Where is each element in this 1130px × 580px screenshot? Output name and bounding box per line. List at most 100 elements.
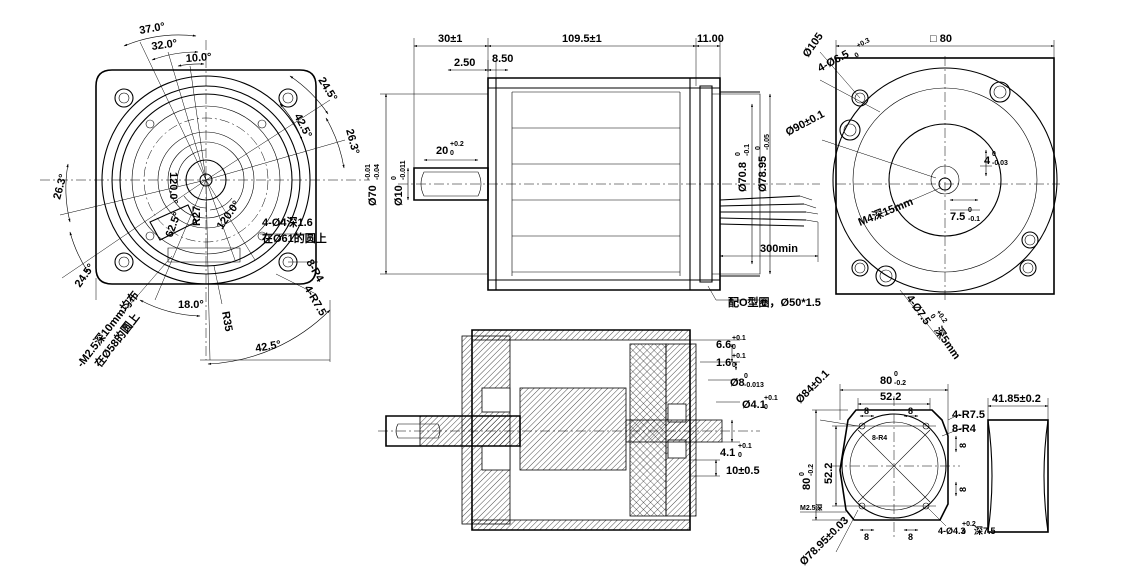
- dim-h80: 80: [801, 478, 813, 490]
- dim-d84: Ø84±0.1: [794, 368, 832, 406]
- dim-key: 20: [436, 145, 448, 157]
- dim-ring-width: 41.85±0.2: [992, 393, 1041, 405]
- dim-d70-tol1: -0.01: [365, 164, 372, 180]
- dim-d105: Ø105: [801, 31, 826, 60]
- rear-view: □ 80 Ø105 4-Ø6.5 +0.3 0 Ø90±0.1 4 0 -0.0…: [784, 31, 1060, 362]
- dim-d10-tol2: -0.011: [400, 160, 407, 180]
- dim-6-6-tol2: 0: [732, 344, 736, 351]
- dim-thread-tol2: 0: [962, 529, 966, 536]
- dim-7-5-tol2: -0.1: [968, 216, 980, 223]
- dim-d70-8: Ø70.8: [737, 162, 749, 192]
- dim-thread-tol: +0.2: [962, 521, 976, 528]
- dim-1-6-tol1: +0.1: [732, 353, 746, 360]
- housing-outline: [839, 409, 949, 521]
- angle-18: 18.0°: [178, 299, 204, 311]
- rotor-section: [519, 387, 627, 471]
- label-r27: R27: [191, 206, 203, 226]
- dim-d4-1-tol1: +0.1: [764, 395, 778, 402]
- label-8-r4: 8-R4: [303, 258, 326, 285]
- dim-d70-8-tol2: -0.1: [744, 144, 751, 156]
- dim-8-tl: 8: [864, 406, 869, 416]
- dim-d90: Ø90±0.1: [784, 108, 827, 138]
- dim-109-5: 109.5±1: [562, 33, 602, 45]
- dim-rear-holes-tol2: 0: [854, 52, 861, 60]
- side-view: 30±1 109.5±1 11.00 2.50 8.50 20 +0.2 0 Ø…: [365, 33, 821, 309]
- dim-4-1-tol1: +0.1: [738, 443, 752, 450]
- dim-4-r7-5: 4-R7.5: [952, 409, 985, 421]
- dim-key-tol: +0.2: [450, 141, 464, 148]
- dim-8-tr: 8: [908, 406, 913, 416]
- dim-8-br: 8: [908, 532, 913, 542]
- dim-4-1-tol2: 0: [738, 452, 742, 459]
- angle-42-5-bottom: 42.5°: [254, 339, 282, 355]
- dim-6-6: 6.6: [716, 339, 731, 351]
- note-oring: 配O型圈，Ø50*1.5: [728, 295, 821, 309]
- ring-body: [987, 419, 1049, 533]
- dim-7-5-tol1: 0: [968, 207, 972, 214]
- housing-view: 80 0 -0.2 52.2 8 8 8 8 80 0 -0.2 52.2 8 …: [794, 368, 996, 568]
- label-holes: 4-Ø4深1.6: [262, 215, 313, 229]
- dim-1-6-tol2: 0: [732, 362, 736, 369]
- dim-m4: M4深15mm: [856, 194, 915, 229]
- dim-d78-95: Ø78.95: [757, 156, 769, 192]
- dim-d10-tol1: 0: [391, 176, 398, 180]
- angle-120-left: 120.0°: [167, 172, 179, 204]
- dim-d8-tol2: -0.013: [744, 382, 764, 389]
- dim-h52-2: 52.2: [823, 463, 835, 484]
- dim-h80-tol1: 0: [799, 472, 806, 476]
- dim-1-6: 1.6: [716, 357, 731, 369]
- angle-32: 32.0°: [151, 37, 178, 52]
- dim-rear-holes-tol: +0.3: [856, 37, 872, 50]
- dim-8-bl: 8: [864, 532, 869, 542]
- dim-rear-holes: 4-Ø6.5: [816, 48, 851, 74]
- dim-d8-tol1: 0: [744, 373, 748, 380]
- section-housing-top: [471, 329, 691, 341]
- dim-d4: 4: [984, 155, 991, 167]
- note-side: M2.5深: [800, 503, 823, 512]
- front-view: 37.0° 32.0° 10.0° 24.5° 42.5° 26.3° 26.3…: [40, 21, 370, 370]
- dim-d78-95-tol1: 0: [755, 146, 762, 150]
- note-small: 8-R4: [872, 435, 887, 442]
- dim-d10: Ø10: [393, 185, 405, 206]
- dim-2-5: 2.50: [454, 57, 475, 69]
- dim-h80-tol2: -0.2: [808, 464, 815, 476]
- dim-thread: 4-Ø4.3: [938, 526, 966, 536]
- angle-26-3-right: 26.3°: [343, 128, 361, 156]
- label-holes-note: 在Ø61的圆上: [262, 231, 327, 245]
- dim-thread-note: 深7.5: [974, 525, 996, 536]
- dim-d4-tol2: -0.03: [992, 160, 1008, 167]
- section-housing-bottom: [471, 519, 691, 531]
- dim-cbore-depth: 深5mm: [932, 324, 965, 362]
- dim-8-r4: 8-R4: [952, 423, 977, 435]
- section-view: 6.6 +0.1 0 1.6 +0.1 0 Ø8 0 -0.013 Ø4.1 +…: [378, 329, 778, 531]
- angle-24-5-left: 24.5°: [73, 262, 98, 290]
- dim-d4-1: Ø4.1: [742, 399, 766, 411]
- dim-11: 11.00: [697, 33, 724, 45]
- dim-cbore-tol2: 0: [928, 313, 936, 320]
- dim-w80-tol1: 0: [894, 371, 898, 378]
- dim-7-5: 7.5: [950, 211, 965, 223]
- dim-w80-tol2: -0.2: [894, 380, 906, 387]
- angle-10: 10.0°: [185, 51, 212, 65]
- angle-26-3-left: 26.3°: [51, 173, 69, 201]
- rear-holes: [839, 81, 1039, 287]
- dim-key-tol2: 0: [450, 150, 454, 157]
- dim-d70: Ø70: [367, 185, 379, 206]
- dim-d70-tol2: -0.04: [374, 164, 381, 180]
- dim-square: □ 80: [930, 33, 952, 45]
- label-4-r7-5: 4-R7.5: [301, 284, 328, 319]
- dim-cable: 300min: [760, 243, 798, 255]
- dim-8-r1: 8: [958, 443, 968, 448]
- dim-cbore: 4-Ø7.5: [904, 293, 933, 327]
- dim-10: 10±0.5: [726, 465, 760, 477]
- dim-cbore-tol: +0.2: [934, 309, 948, 324]
- dim-d8: Ø8: [730, 377, 745, 389]
- dim-w80: 80: [880, 375, 892, 387]
- dim-4-1: 4.1: [720, 447, 735, 459]
- motor-body: [487, 77, 721, 291]
- dim-d4-1-tol2: 0: [764, 404, 768, 411]
- angle-37: 37.0°: [138, 21, 166, 37]
- dim-8-r2: 8: [958, 487, 968, 492]
- dim-w52-2: 52.2: [880, 391, 901, 403]
